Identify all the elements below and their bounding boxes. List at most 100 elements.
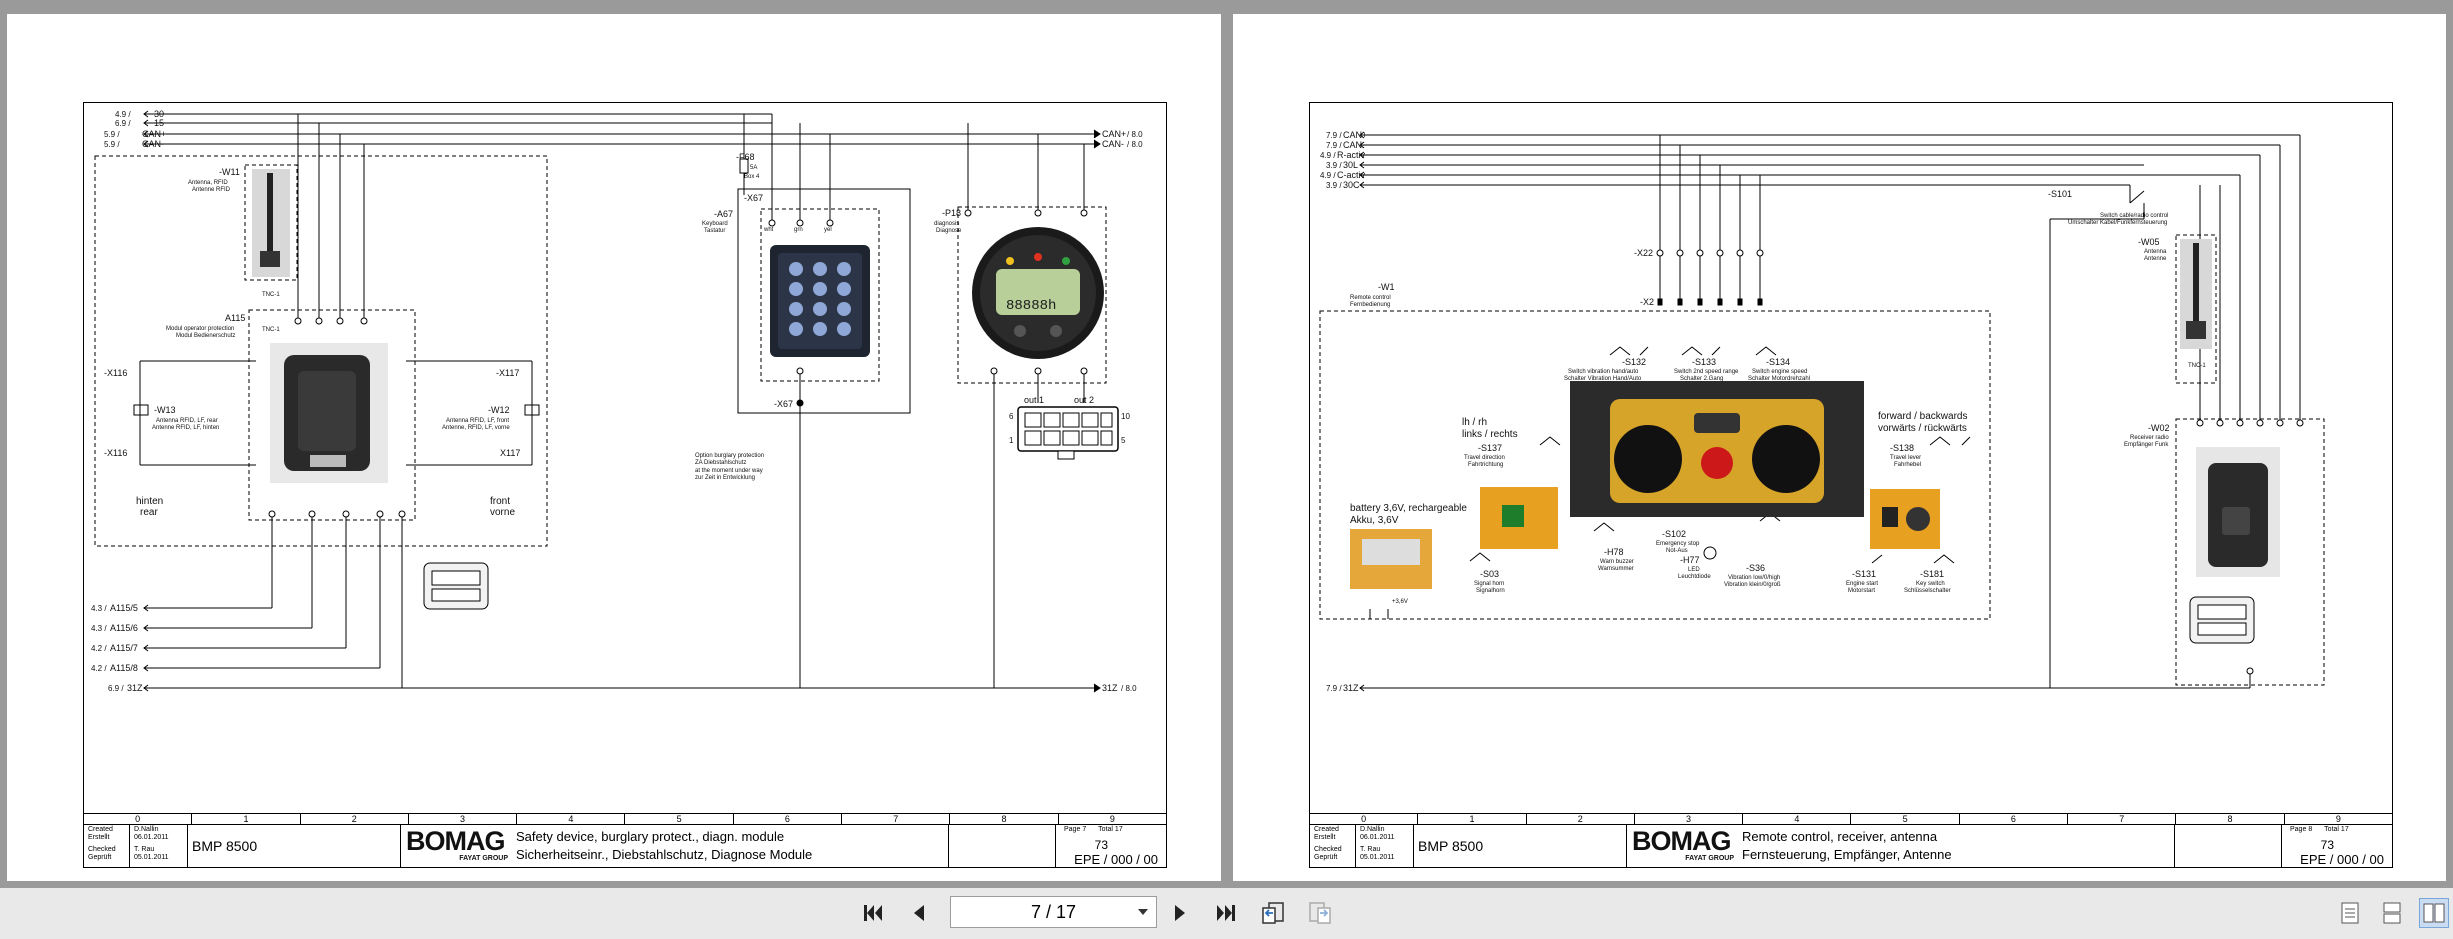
label-w12-desc1: Antenna RFID, LF, front (446, 418, 509, 424)
divider (400, 824, 401, 868)
last-page-icon (1217, 905, 1235, 921)
label-a67-desc2: Tastatur (704, 228, 725, 234)
label-w11-desc1: Antenna, RFID (188, 180, 228, 186)
label-h77-desc1: LED (1688, 567, 1700, 573)
label-s181-desc2: Schlüsselschalter (1904, 588, 1951, 594)
schematic-sheet: 7.9 / CAN+ 7.9 / CAN- 4.9 / R-activ 3.9 … (1309, 102, 2393, 868)
label-lhrh: lh / rh (1462, 417, 1487, 428)
next-page-button[interactable] (1165, 898, 1195, 928)
signal-ref-canplus: 5.9 / (104, 130, 120, 139)
navigate-back-icon (1262, 902, 1284, 924)
page-description: Remote control, receiver, antenna Fernst… (1742, 828, 1952, 864)
antenna-w05-photo (2180, 239, 2212, 349)
label-s101: -S101 (2048, 189, 2072, 199)
bomag-logo: BOMAG FAYAT GROUP (406, 827, 508, 865)
checked-name: T. Rau (1360, 846, 1381, 853)
function-cell (948, 824, 1056, 868)
horn-button-photo (1480, 487, 1558, 549)
signal-ractiv: R-activ (1337, 150, 1366, 160)
label-x2: -X2 (1640, 297, 1654, 307)
column-grid: 0 1 2 3 4 5 6 7 8 9 (1310, 814, 2392, 825)
label-a67: -A67 (714, 209, 733, 219)
label-w02-desc1: Receiver radio (2130, 435, 2169, 441)
schematic-sheet: 4.9 / 30 6.9 / 15 5.9 / CAN+ 5.9 / CAN- … (83, 102, 1167, 868)
label-tnc: TNC-1 (2188, 363, 2206, 369)
two-page-view-button[interactable] (2419, 898, 2449, 928)
label-s134-desc2: Schalter Motordrehzahl (1748, 376, 1810, 382)
signal-ref-15: 6.9 / (115, 119, 131, 128)
remote-control-photo (1570, 381, 1864, 517)
label-s138-desc1: Travel lever (1890, 455, 1921, 461)
single-page-view-button[interactable] (2335, 898, 2365, 928)
label-s102-desc1: Emergency stop (1656, 541, 1700, 547)
grid-col: 1 (192, 814, 301, 824)
label-a67-desc1: Keyboard (702, 221, 728, 227)
signal-canplus: CAN+ (1343, 130, 1367, 140)
bottom-signal: 31Z (1343, 683, 1359, 693)
divider (1626, 824, 1627, 868)
receiver-w02-photo (2196, 447, 2280, 577)
diagnosis-lcd-readout: 88888h (1006, 298, 1056, 314)
grid-col: 5 (1851, 814, 1960, 824)
label-yel: yel (824, 227, 832, 233)
label-x116-top: -X116 (104, 368, 127, 378)
label-w05-desc1: Antenna (2144, 249, 2167, 255)
bomag-logo-text: BOMAG (1632, 826, 1732, 856)
navigate-forward-button[interactable] (1305, 898, 1335, 928)
signal-30c: 30C (1343, 180, 1360, 190)
signal-30l: 30L (1343, 160, 1358, 170)
label-w13-desc2: Antenne RFID, LF, hinten (152, 425, 219, 431)
signal-ref-5: 4.9 / (1320, 171, 1336, 180)
single-page-icon (2341, 902, 2359, 924)
label-lhrh-de: links / rechts (1462, 429, 1518, 440)
label-front-en: front (490, 496, 510, 507)
key-switch-photo (1870, 489, 1940, 549)
grid-col: 6 (1960, 814, 2069, 824)
label-s134-desc1: Switch engine speed (1752, 369, 1807, 375)
label-opt1: Option burglary protection (695, 453, 764, 459)
document-page-8: 7.9 / CAN+ 7.9 / CAN- 4.9 / R-activ 3.9 … (1233, 14, 2446, 881)
label-s132: -S132 (1622, 357, 1646, 367)
label-rear-de: hinten (136, 496, 163, 507)
bomag-logo-sub: FAYAT GROUP (1685, 855, 1734, 862)
bomag-logo-sub: FAYAT GROUP (459, 855, 508, 862)
previous-page-button[interactable] (904, 898, 934, 928)
grid-col: 1 (1418, 814, 1527, 824)
checked-label: Checked (88, 846, 116, 853)
schematic-drawing: 4.9 / 30 6.9 / 15 5.9 / CAN+ 5.9 / CAN- … (91, 109, 1143, 693)
label-f68-desc1: 5A (750, 165, 757, 171)
last-page-button[interactable] (1211, 898, 1241, 928)
grid-col: 3 (409, 814, 518, 824)
label-s36: -S36 (1746, 563, 1765, 573)
label-p18: -P18 (942, 208, 961, 218)
grid-col: 2 (1527, 814, 1635, 824)
label-w1-desc2: Fernbedienung (1350, 302, 1390, 308)
label-grn: grn (794, 227, 803, 233)
first-page-button[interactable] (858, 898, 888, 928)
checked-label-de: Geprüft (1314, 854, 1338, 861)
label-f68-desc2: Box 4 (744, 174, 760, 180)
label-x116-bot: -X116 (104, 448, 127, 458)
continuous-view-button[interactable] (2377, 898, 2407, 928)
bomag-logo-text: BOMAG (406, 826, 506, 856)
signal-30: 30 (154, 109, 164, 119)
label-pin6: 6 (1009, 412, 1014, 421)
label-w05-desc2: Antenne (2144, 256, 2167, 262)
label-s131-desc1: Engine start (1846, 581, 1878, 587)
bottom-signal-3: A115/7 (110, 643, 138, 653)
navigate-back-button[interactable] (1258, 898, 1288, 928)
label-fb-de: vorwärts / rückwärts (1878, 423, 1967, 434)
two-page-icon (2423, 903, 2445, 923)
page-selector[interactable]: 7 / 17 (950, 896, 1157, 928)
label-front-de: vorne (490, 507, 515, 518)
label-w13: -W13 (154, 405, 176, 415)
grid-col: 9 (1109, 814, 1115, 824)
label-h78-desc1: Warn buzzer (1600, 559, 1634, 565)
label-pin10: 10 (1121, 412, 1130, 421)
previous-page-icon (914, 905, 924, 921)
label-x117-bot: X117 (500, 448, 520, 458)
antenna-w11-photo (252, 169, 290, 277)
label-h78: -H78 (1604, 547, 1624, 557)
page-indicator: 7 / 17 (1030, 901, 1077, 922)
next-page-icon (1175, 905, 1185, 921)
